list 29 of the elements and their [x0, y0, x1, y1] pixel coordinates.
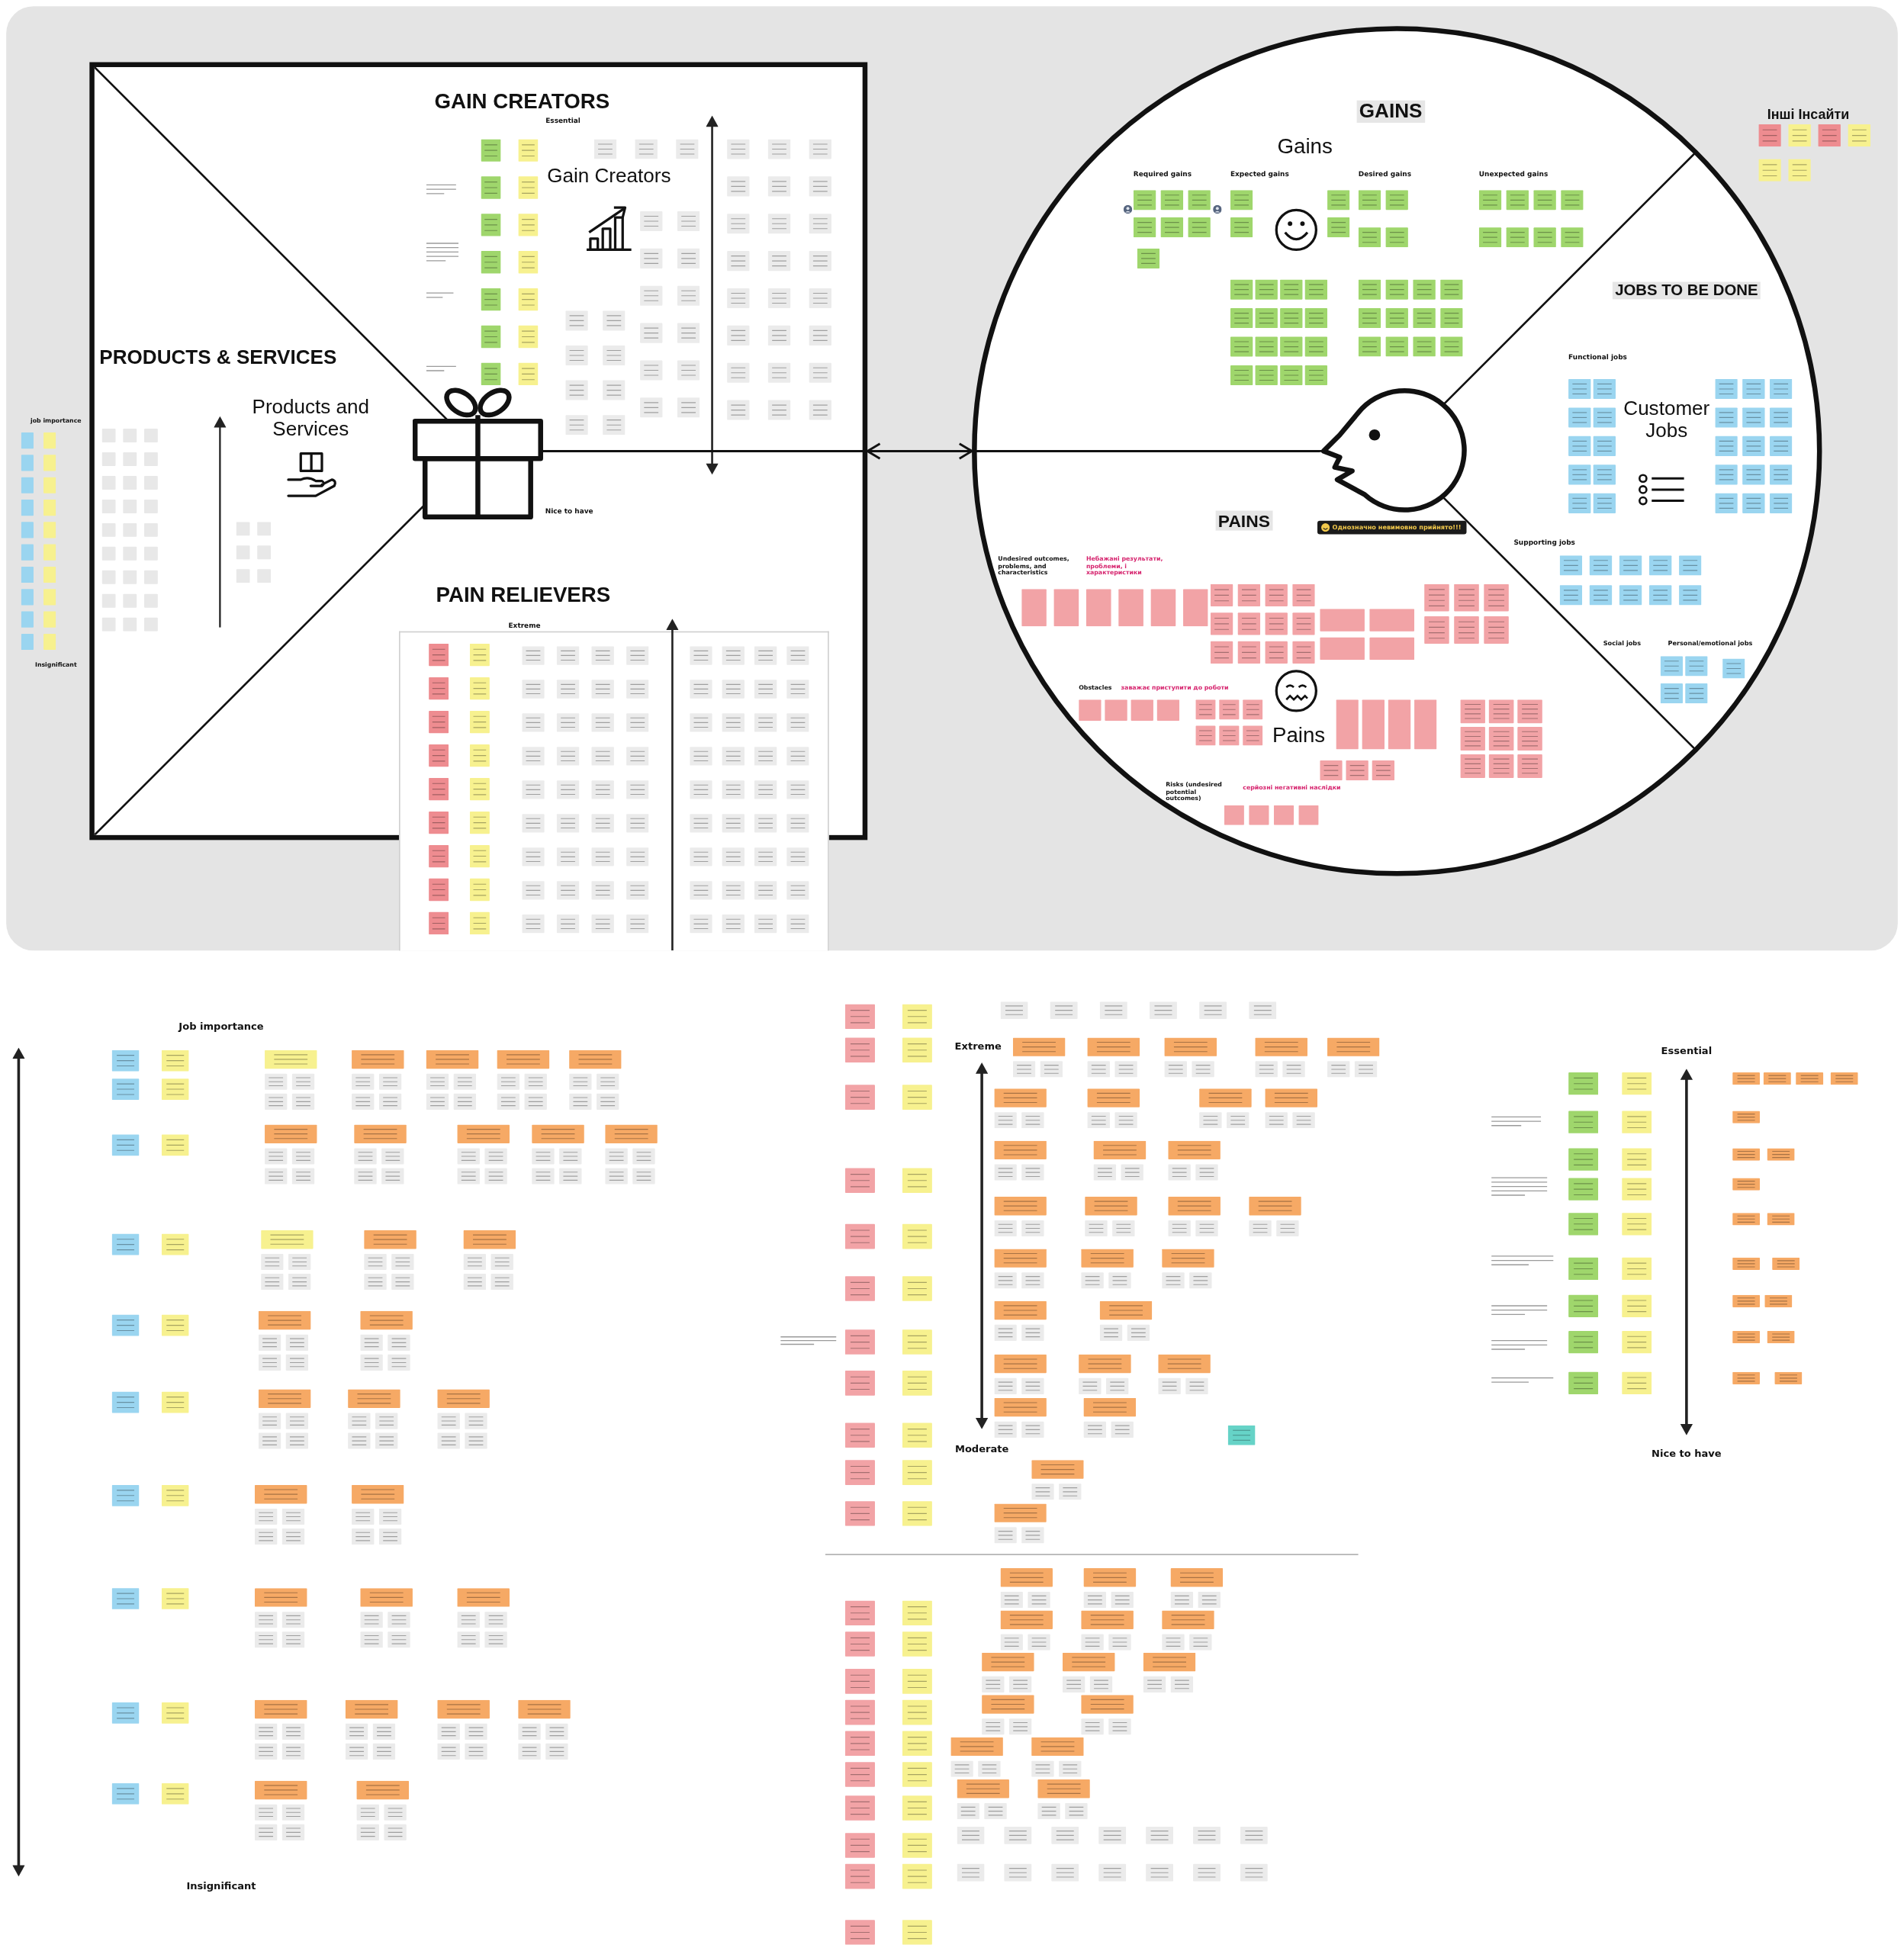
column-heading: Social jobs — [1603, 640, 1641, 648]
section-heading: JOBS TO BE DONE — [1612, 281, 1761, 300]
group-heading: Інші Інсайти — [1767, 106, 1850, 123]
axis-label: Insignificant — [186, 1880, 256, 1892]
column-heading: Desired gains — [1358, 170, 1411, 178]
axis-label: Nice to have — [1652, 1448, 1722, 1460]
section-heading: GAINS — [1356, 100, 1425, 124]
section-title: Products and Services — [251, 396, 371, 442]
axis-label: Job importance — [178, 1021, 264, 1033]
axis-label: Moderate — [954, 1443, 1009, 1455]
section-title: Pains — [1272, 723, 1326, 748]
axis-label: Essential — [1661, 1045, 1713, 1057]
section-title: Gains — [1277, 134, 1333, 159]
column-heading: Functional jobs — [1568, 352, 1627, 361]
column-heading: Supporting jobs — [1513, 538, 1575, 546]
scale-label: Essential — [545, 116, 581, 125]
section-heading: PRODUCTS & SERVICES — [99, 346, 337, 370]
column-heading: Unexpected gains — [1478, 170, 1549, 178]
column-heading: Expected gains — [1230, 170, 1289, 178]
column-heading: Required gains — [1133, 170, 1192, 178]
comment-text: Однозначно невимовно прийнято!!! — [1332, 522, 1462, 532]
section-heading: PAIN RELIEVERS — [436, 583, 611, 608]
column-heading: Personal/emotional jobs — [1668, 640, 1753, 648]
scale-label: Extreme — [508, 621, 541, 629]
section-heading: PAINS — [1215, 510, 1273, 531]
section-title: Customer Jobs — [1623, 397, 1711, 443]
section-title: Gain Creators — [547, 165, 671, 188]
axis-label: Extreme — [954, 1040, 1002, 1053]
section-heading: GAIN CREATORS — [434, 89, 610, 114]
